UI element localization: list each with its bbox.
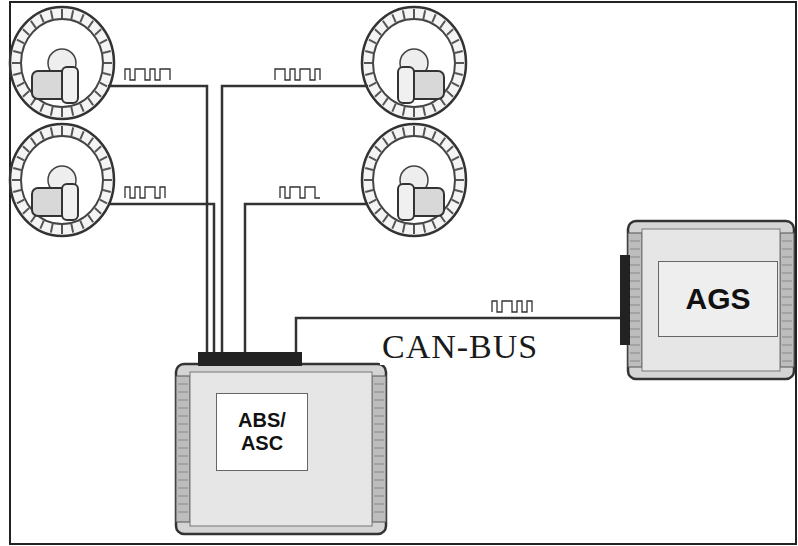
control-module [620, 221, 794, 379]
label-panel: AGS [658, 261, 778, 337]
frame [10, 2, 796, 544]
bus-label: CAN-BUS [380, 328, 540, 365]
label-panel: ABS/ ASC [216, 393, 308, 471]
control-unit: ABS/ ASC [176, 358, 386, 540]
wheel-sensor [10, 7, 207, 356]
wheel-sensor [222, 7, 466, 356]
wheel-sensor [245, 124, 466, 356]
unit-name: AGS [685, 282, 750, 317]
wheel-sensor [10, 124, 214, 356]
control-module [176, 352, 386, 534]
signal-wave [492, 301, 532, 312]
control-unit: AGS [628, 215, 794, 385]
unit-name: ABS/ ASC [238, 409, 286, 455]
